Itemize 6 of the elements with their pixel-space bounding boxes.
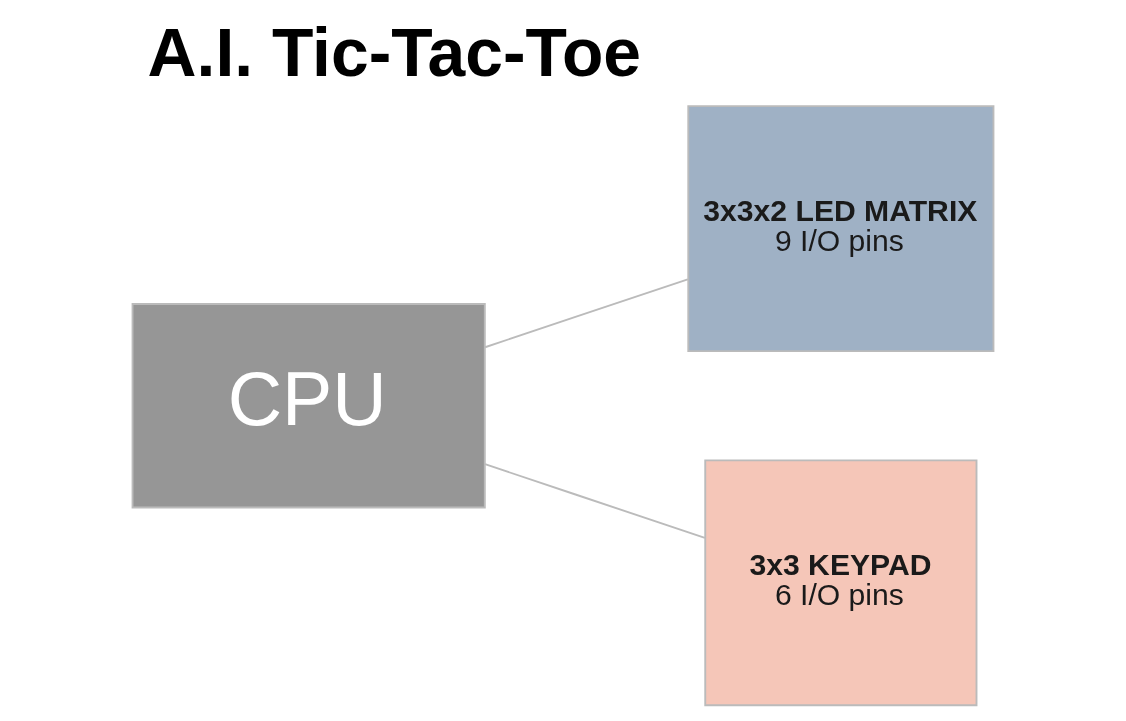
diagram-title: A.I. Tic-Tac-Toe — [147, 14, 642, 90]
connector — [484, 278, 689, 349]
node-box: 3x3x2 LED MATRIX 9 I/O pins — [687, 105, 995, 352]
connector — [484, 463, 706, 539]
node-box: CPU — [131, 303, 486, 509]
node-box: 3x3 KEYPAD 6 I/O pins — [704, 459, 978, 707]
